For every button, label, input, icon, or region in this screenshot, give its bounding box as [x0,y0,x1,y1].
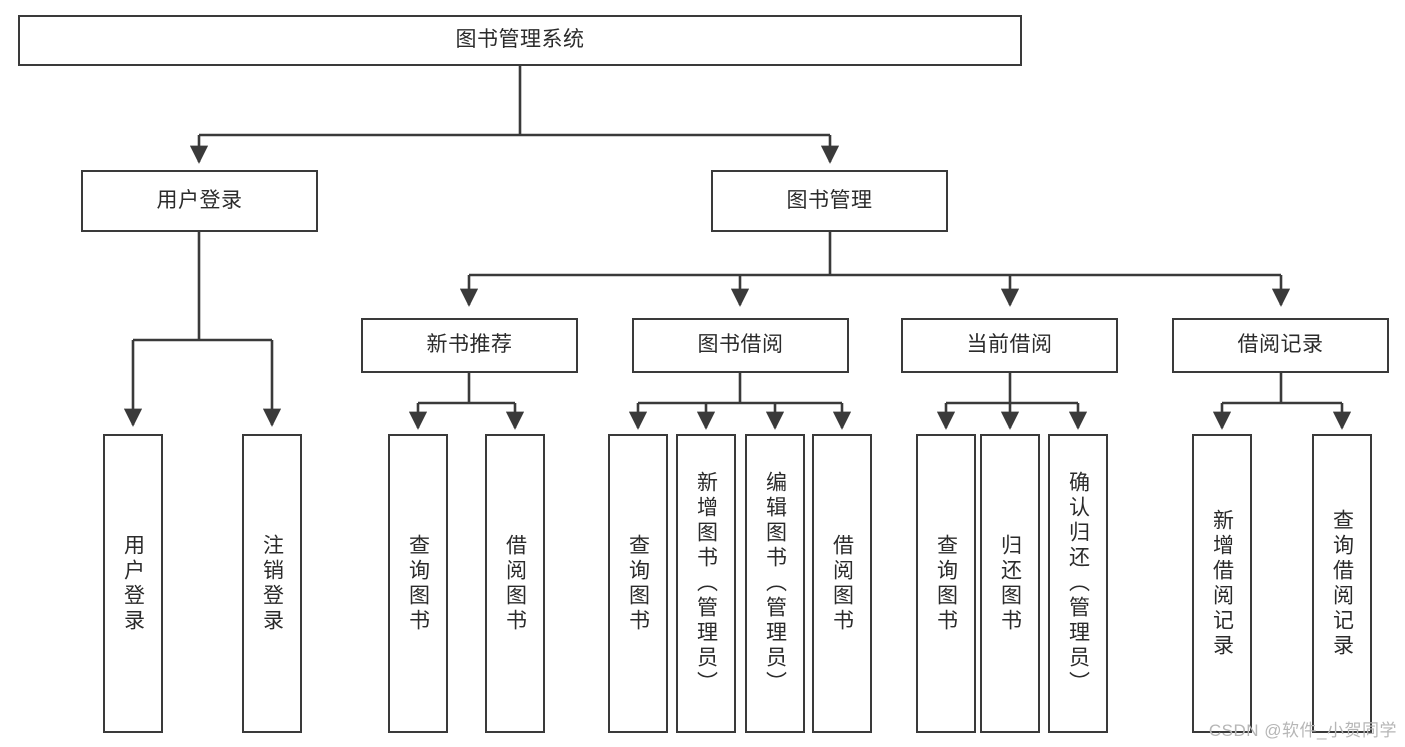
node-user-login-label: 用户登录 [156,188,243,212]
node-user-login[interactable]: 用户登录 [81,170,318,232]
leaf-user-login[interactable]: 用户登录 [103,434,163,733]
leaf-borrow-book[interactable]: 借阅图书 [812,434,872,733]
node-borrow-record-label: 借阅记录 [1237,333,1324,357]
leaf-edit-book-admin-label: 编辑图书（管理员） [763,471,787,696]
leaf-query-book-borrow[interactable]: 查询图书 [608,434,668,733]
leaf-return-book-label: 归还图书 [998,533,1022,634]
leaf-user-login-label: 用户登录 [121,533,145,634]
leaf-query-borrow-record-label: 查询借阅记录 [1330,508,1354,659]
leaf-borrow-book-label: 借阅图书 [830,533,854,634]
node-borrow-record[interactable]: 借阅记录 [1172,318,1389,373]
node-book-management[interactable]: 图书管理 [711,170,948,232]
leaf-borrow-book-recommend[interactable]: 借阅图书 [485,434,545,733]
leaf-logout[interactable]: 注销登录 [242,434,302,733]
node-current-borrow-label: 当前借阅 [966,333,1053,357]
leaf-query-book-current[interactable]: 查询图书 [916,434,976,733]
leaf-query-book-current-label: 查询图书 [934,533,958,634]
node-new-book-recommend-label: 新书推荐 [426,333,513,357]
leaf-query-book-recommend-label: 查询图书 [406,533,430,634]
leaf-edit-book-admin[interactable]: 编辑图书（管理员） [745,434,805,733]
leaf-return-book[interactable]: 归还图书 [980,434,1040,733]
leaf-add-borrow-record-label: 新增借阅记录 [1210,508,1234,659]
watermark-text: CSDN @软件_小贺同学 [1208,721,1397,740]
node-new-book-recommend[interactable]: 新书推荐 [361,318,578,373]
node-book-management-label: 图书管理 [786,188,873,212]
leaf-confirm-return-admin-label: 确认归还（管理员） [1066,471,1090,696]
node-current-borrow[interactable]: 当前借阅 [901,318,1118,373]
node-book-borrow-label: 图书借阅 [697,333,784,357]
leaf-query-book-borrow-label: 查询图书 [626,533,650,634]
leaf-add-book-admin-label: 新增图书（管理员） [694,471,718,696]
leaf-query-borrow-record[interactable]: 查询借阅记录 [1312,434,1372,733]
leaf-confirm-return-admin[interactable]: 确认归还（管理员） [1048,434,1108,733]
leaf-borrow-book-recommend-label: 借阅图书 [503,533,527,634]
node-root[interactable]: 图书管理系统 [18,15,1022,66]
leaf-logout-label: 注销登录 [260,533,284,634]
leaf-add-borrow-record[interactable]: 新增借阅记录 [1192,434,1252,733]
node-root-label: 图书管理系统 [455,28,585,52]
leaf-query-book-recommend[interactable]: 查询图书 [388,434,448,733]
node-book-borrow[interactable]: 图书借阅 [632,318,849,373]
leaf-add-book-admin[interactable]: 新增图书（管理员） [676,434,736,733]
